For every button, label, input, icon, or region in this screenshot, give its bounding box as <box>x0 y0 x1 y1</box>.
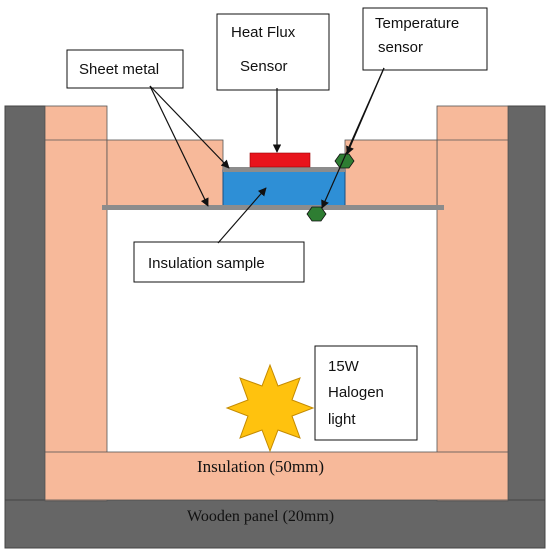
insulation-sample-label-box <box>133 241 305 283</box>
heat-flux-sensor <box>249 152 311 168</box>
sheet-metal-arrow-upper <box>149 85 230 169</box>
insulation-upper-left <box>106 139 224 207</box>
heat-flux-label-line1: Heat Flux <box>231 24 296 41</box>
wooden-panel-right <box>507 105 546 529</box>
insulation-left-wall <box>44 105 108 502</box>
temperature-sensor-label-line1: Temperature <box>375 15 459 32</box>
halogen-label-line3: light <box>328 411 356 428</box>
halogen-light-icon <box>225 363 315 453</box>
wooden-panel-bottom <box>4 499 546 549</box>
wooden-panel-label: Wooden panel (20mm) <box>187 508 334 525</box>
insulation-bottom <box>44 451 509 501</box>
temperature-sensor-arrow-lower <box>321 67 385 209</box>
insulation-sample-arrow <box>217 187 267 244</box>
temperature-sensor-label-line2: sensor <box>378 39 423 56</box>
sheet-metal-lower <box>102 205 444 210</box>
insulation-bottom-label: Insulation (50mm) <box>197 457 324 476</box>
insulation-sample-block <box>222 169 346 207</box>
heat-flux-label-box <box>216 13 330 91</box>
insulation-sample-label: Insulation sample <box>148 255 265 272</box>
halogen-label-line2: Halogen <box>328 384 384 401</box>
halogen-label-line1: 15W <box>328 358 360 375</box>
temperature-sensor-icon <box>306 206 327 222</box>
wooden-panel-left <box>4 105 46 529</box>
sheet-metal-arrow-lower <box>149 85 209 207</box>
sheet-metal-upper <box>223 167 345 172</box>
temperature-sensor-label-box <box>362 7 488 71</box>
insulation-upper-right <box>344 139 438 207</box>
sheet-metal-label: Sheet metal <box>79 61 159 78</box>
insulation-right-wall <box>436 105 509 502</box>
halogen-label-box <box>314 345 418 441</box>
sheet-metal-label-box <box>66 49 184 89</box>
heat-flux-label-line2: Sensor <box>240 58 288 75</box>
